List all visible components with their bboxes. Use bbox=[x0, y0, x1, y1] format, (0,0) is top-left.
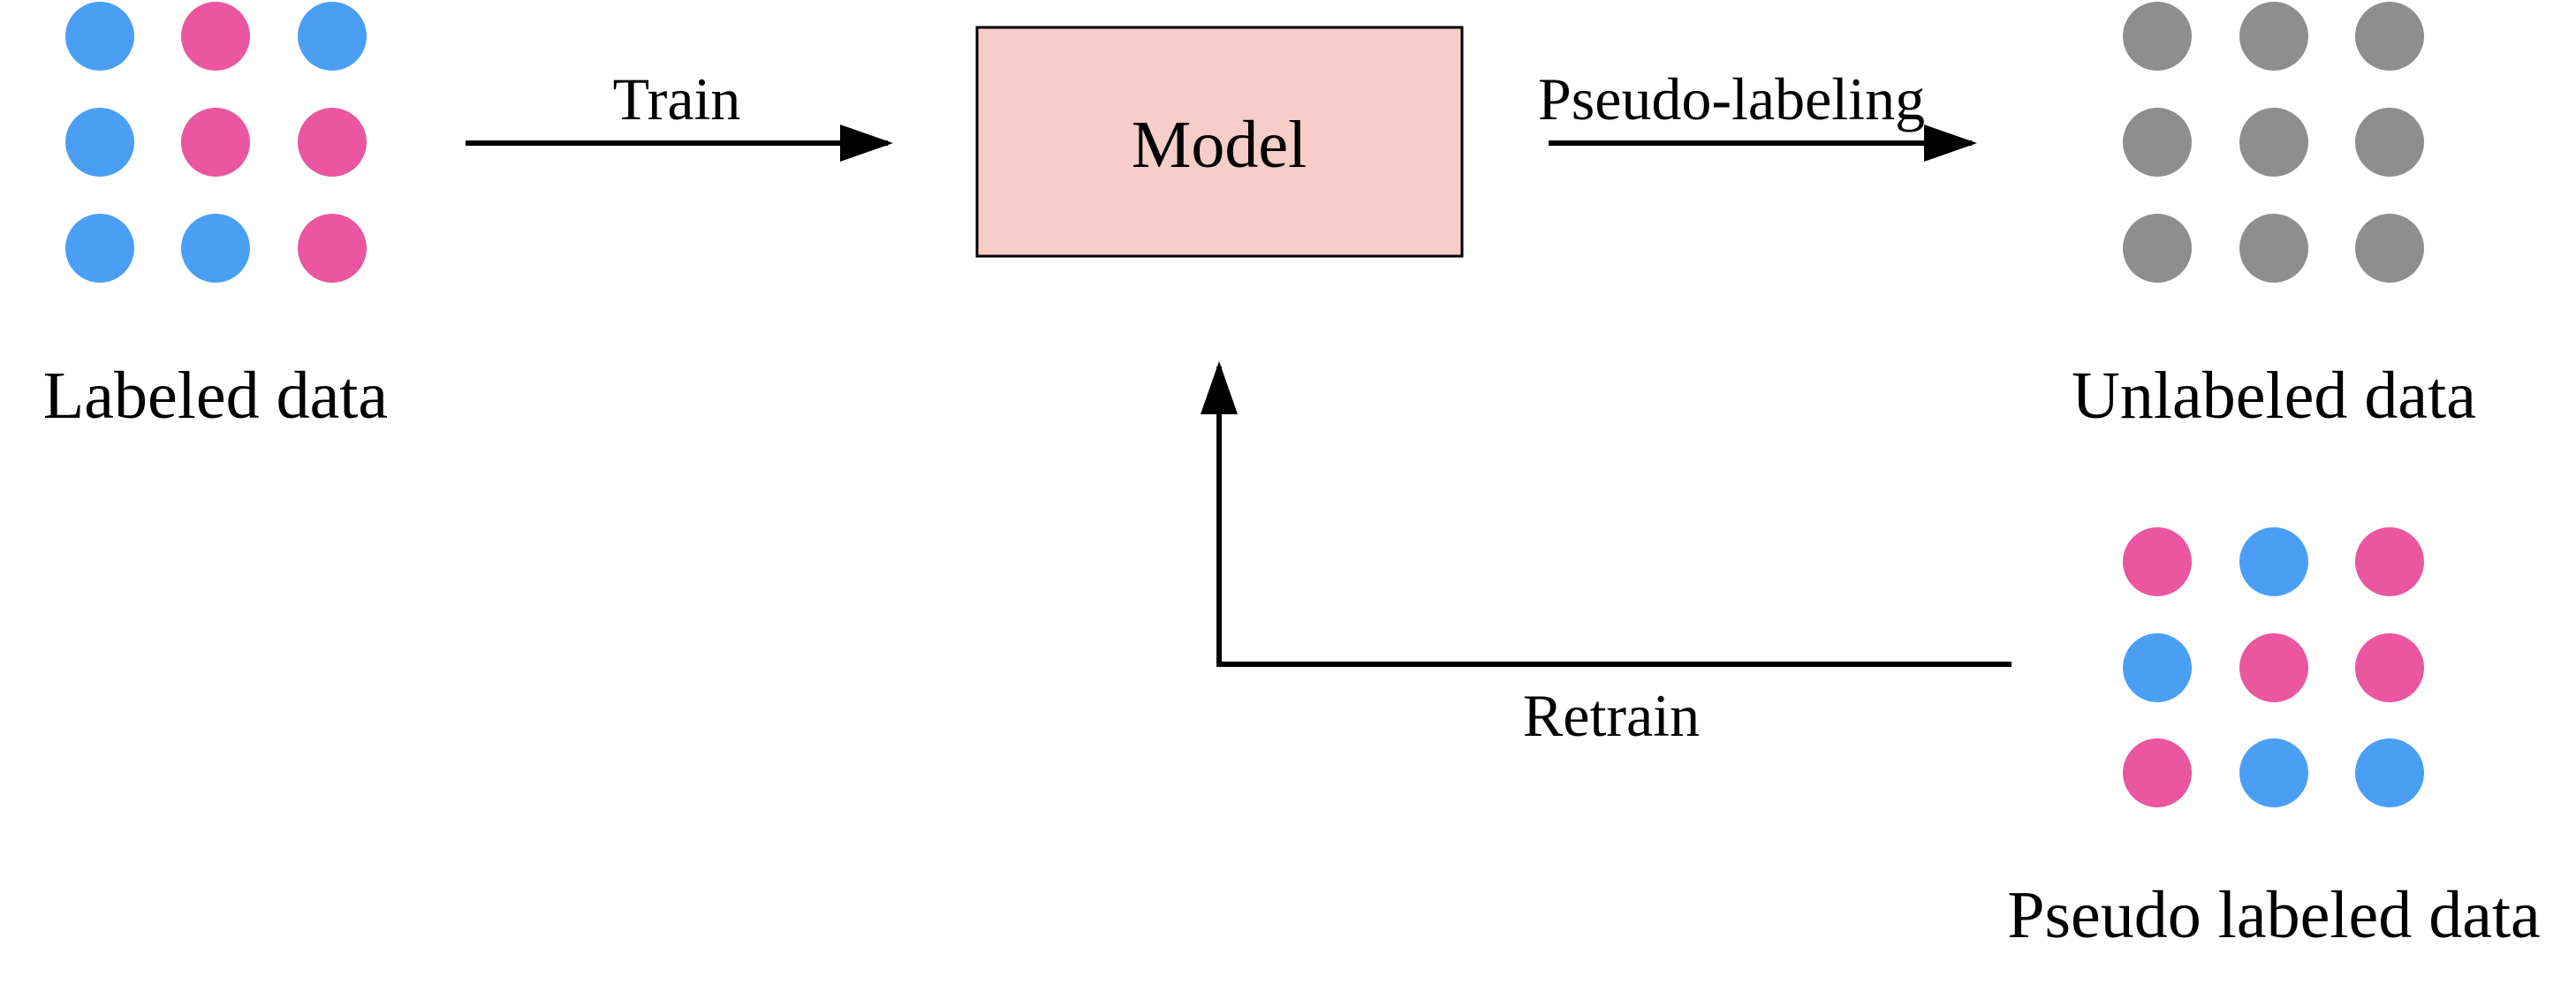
retrain-label: Retrain bbox=[1522, 682, 1701, 749]
blue-data-dot bbox=[2355, 738, 2424, 807]
pink-data-dot bbox=[2355, 633, 2424, 702]
labeled-data-label: Labeled data bbox=[42, 359, 389, 433]
unlabeled-data-dots bbox=[2123, 2, 2424, 283]
gray-data-dot bbox=[2239, 2, 2308, 71]
pseudo-labeled-data-dots bbox=[2123, 527, 2424, 807]
labeled-data-dots bbox=[65, 2, 367, 283]
model-label: Model bbox=[1131, 108, 1307, 182]
pseudo-labeled-data-label: Pseudo labeled data bbox=[2007, 878, 2541, 952]
train-label: Train bbox=[612, 65, 741, 132]
gray-data-dot bbox=[2355, 214, 2424, 283]
retrain-arrow bbox=[1201, 361, 2012, 667]
pseudo-labeling-label: Pseudo-labeling bbox=[1537, 65, 1926, 132]
gray-data-dot bbox=[2123, 108, 2192, 177]
blue-data-dot bbox=[181, 214, 250, 283]
blue-data-dot bbox=[298, 2, 367, 71]
gray-data-dot bbox=[2123, 214, 2192, 283]
pink-data-dot bbox=[181, 2, 250, 71]
pink-data-dot bbox=[2123, 527, 2192, 596]
gray-data-dot bbox=[2355, 108, 2424, 177]
blue-data-dot bbox=[65, 108, 134, 177]
pink-data-dot bbox=[2355, 527, 2424, 596]
blue-data-dot bbox=[2239, 738, 2308, 807]
unlabeled-data-label: Unlabeled data bbox=[2072, 359, 2476, 433]
gray-data-dot bbox=[2355, 2, 2424, 71]
blue-data-dot bbox=[2239, 527, 2308, 596]
pink-data-dot bbox=[2239, 633, 2308, 702]
blue-data-dot bbox=[65, 214, 134, 283]
pink-data-dot bbox=[298, 214, 367, 283]
gray-data-dot bbox=[2239, 214, 2308, 283]
pink-data-dot bbox=[181, 108, 250, 177]
gray-data-dot bbox=[2239, 108, 2308, 177]
pink-data-dot bbox=[2123, 738, 2192, 807]
model-box bbox=[975, 26, 1464, 258]
pink-data-dot bbox=[298, 108, 367, 177]
gray-data-dot bbox=[2123, 2, 2192, 71]
blue-data-dot bbox=[65, 2, 134, 71]
blue-data-dot bbox=[2123, 633, 2192, 702]
